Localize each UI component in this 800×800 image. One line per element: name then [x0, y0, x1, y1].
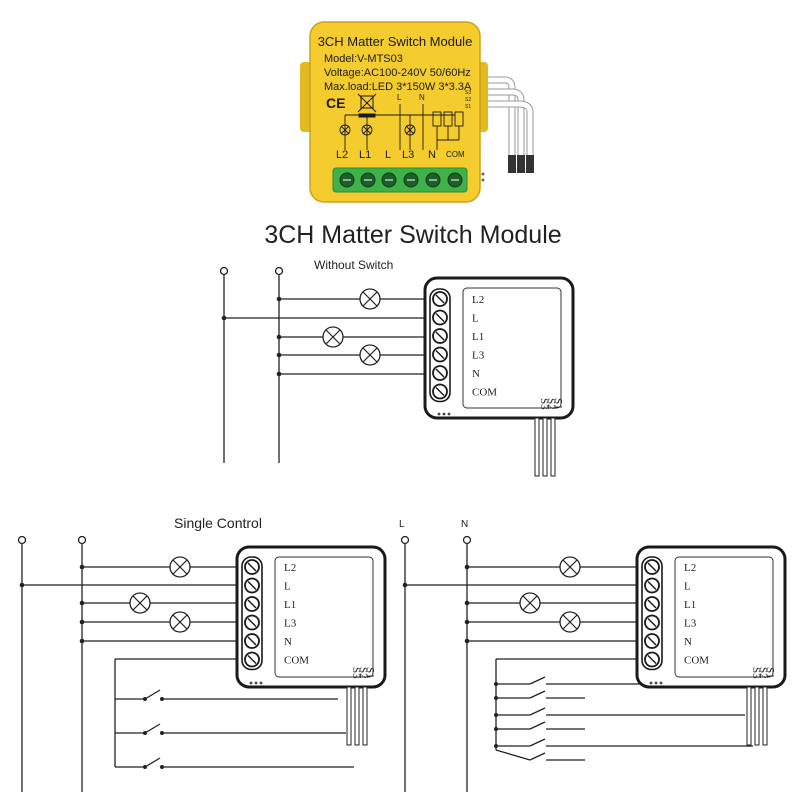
- lamp-icon: [559, 556, 581, 578]
- terminal-label: L: [284, 581, 291, 593]
- lamp-icon: [129, 592, 151, 614]
- supply-label-n: N: [461, 519, 468, 530]
- lamp-icon: [169, 611, 191, 633]
- module-top-terminal-n: N: [419, 93, 425, 102]
- terminal-label: COM: [472, 387, 497, 399]
- diagram-single-control-title: Single Control: [174, 515, 262, 531]
- module-title: 3CH Matter Switch Module: [318, 34, 473, 49]
- terminal-label: L3: [684, 618, 697, 630]
- switch-input-label: S3: [350, 667, 362, 679]
- lamp-icon: [559, 611, 581, 633]
- module-lead-wires: [482, 76, 534, 173]
- switch-input-label: S2: [757, 667, 769, 679]
- terminal-label: L2: [284, 562, 296, 574]
- ce-mark: CE: [326, 95, 345, 111]
- lamp-icon: [169, 556, 191, 578]
- diagram-dual-control: L N: [399, 519, 787, 792]
- module-side-label-s2: S2: [465, 97, 471, 103]
- module-terminal-block: [332, 167, 468, 193]
- terminal-label: N: [284, 636, 292, 648]
- lamp-icon: [359, 288, 381, 310]
- module-label-l: L: [385, 149, 391, 161]
- switch-input-label: S3: [750, 667, 762, 679]
- switch-input-label: S1: [364, 667, 376, 679]
- module-label-l2: L2: [336, 149, 348, 161]
- page-heading: 3CH Matter Switch Module: [264, 221, 561, 249]
- module-schematic: [339, 104, 464, 150]
- diagram-single-control: Single Control: [17, 515, 387, 792]
- terminal-label: COM: [284, 655, 309, 667]
- module-side-label-s1: S1: [465, 104, 471, 110]
- lamp-icon: [359, 344, 381, 366]
- switch-input-label: S1: [764, 667, 776, 679]
- terminal-label: L3: [284, 618, 297, 630]
- module-label-com: COM: [446, 150, 465, 159]
- terminal-label: N: [472, 368, 480, 380]
- terminal-label: L2: [684, 562, 696, 574]
- terminal-label: L2: [472, 294, 484, 306]
- lamp-icon: [519, 592, 541, 614]
- terminal-label: L1: [684, 599, 696, 611]
- diagram-without-switch-wires: [219, 266, 437, 463]
- lamp-icon: [322, 326, 344, 348]
- terminal-label: L1: [284, 599, 296, 611]
- module-top-terminal-l: L: [397, 93, 402, 102]
- module-product: 3CH Matter Switch Module Model:V-MTS03 V…: [300, 21, 534, 203]
- terminal-label: L1: [472, 331, 484, 343]
- switch-input-label: S1: [552, 398, 564, 410]
- supply-label-l: L: [399, 519, 405, 530]
- switch-input-label: S2: [545, 398, 557, 410]
- switch-input-label: S2: [357, 667, 369, 679]
- module-side-label-s3: S3: [465, 90, 471, 96]
- module-label-l3: L3: [402, 149, 414, 161]
- module-housing: [309, 21, 481, 203]
- diagram-without-switch-title: Without Switch: [314, 258, 393, 272]
- module-maxload: Max.load:LED 3*150W 3*3.3A: [324, 81, 472, 93]
- terminal-label: COM: [684, 655, 709, 667]
- module-label-n: N: [428, 149, 436, 161]
- switch-input-label: S3: [538, 398, 550, 410]
- module-label-l1: L1: [359, 149, 371, 161]
- terminal-label: L: [472, 313, 479, 325]
- terminal-label: N: [684, 636, 692, 648]
- module-voltage: Voltage:AC100-240V 50/60Hz: [324, 67, 471, 79]
- module-model: Model:V-MTS03: [324, 53, 403, 65]
- terminal-label: L3: [472, 350, 485, 362]
- terminal-label: L: [684, 581, 691, 593]
